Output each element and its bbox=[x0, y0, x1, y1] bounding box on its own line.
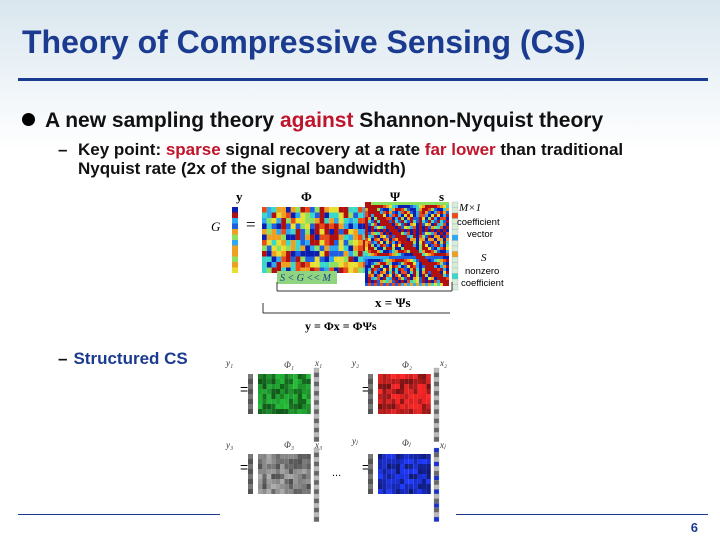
s-vector bbox=[451, 201, 459, 291]
label-x1: x₁ bbox=[314, 358, 322, 368]
footer-rule-right bbox=[456, 514, 708, 515]
y-cell bbox=[248, 474, 253, 479]
structured-cs-label: Structured CS bbox=[73, 349, 188, 368]
y-cell bbox=[248, 489, 253, 494]
phi-matrix bbox=[262, 207, 378, 273]
label-phi: Φ bbox=[301, 189, 312, 204]
label-coef-vector-1: coefficient bbox=[457, 217, 500, 228]
block-3 bbox=[248, 447, 320, 522]
label-m1: M×1 bbox=[458, 202, 481, 214]
y-cell bbox=[248, 469, 253, 474]
y-cell bbox=[248, 374, 253, 379]
label-yj: yⱼ bbox=[351, 436, 359, 446]
y-cell bbox=[248, 384, 253, 389]
label-phi1: Φ₁ bbox=[284, 360, 294, 370]
y-cell bbox=[368, 484, 373, 489]
y-cell bbox=[248, 394, 253, 399]
y-cell bbox=[248, 409, 253, 414]
sub-bullet-dash: – bbox=[58, 349, 68, 368]
sub1-highlight-far-lower: far lower bbox=[424, 140, 496, 159]
psi-matrix bbox=[365, 202, 449, 286]
label-psi: Ψ bbox=[390, 189, 401, 204]
y-cell bbox=[368, 474, 373, 479]
label-y3: y₃ bbox=[225, 440, 233, 450]
y-cell bbox=[248, 454, 253, 459]
y-cell bbox=[368, 399, 373, 404]
y-cell bbox=[368, 384, 373, 389]
y-cell bbox=[248, 399, 253, 404]
bullet-1-post: Shannon-Nyquist theory bbox=[353, 109, 604, 132]
label-x3: x₃ bbox=[314, 440, 322, 450]
y-cell bbox=[248, 464, 253, 469]
slide-title: Theory of Compressive Sensing (CS) bbox=[22, 24, 586, 60]
y-cell bbox=[368, 379, 373, 384]
ellipsis: ... bbox=[332, 467, 341, 479]
equals-sign-3: = bbox=[240, 459, 248, 475]
sub-bullet-structured-cs: –Structured CS bbox=[58, 349, 188, 369]
bullet-1-pre: A new sampling theory bbox=[45, 109, 280, 132]
y-cell bbox=[248, 379, 253, 384]
cs-equation-figure: y Φ Ψ s G = M×1 coefficient vector S non… bbox=[205, 187, 517, 337]
bullet-1: A new sampling theory against Shannon-Ny… bbox=[22, 109, 603, 133]
y-cell bbox=[248, 404, 253, 409]
y-cell bbox=[248, 459, 253, 464]
equals-sign-1: = bbox=[240, 381, 248, 397]
condition-box bbox=[277, 271, 337, 284]
y-cell bbox=[368, 479, 373, 484]
block-4 bbox=[368, 447, 440, 522]
sub1-text-3: than traditional Nyquist rate (2x of the… bbox=[78, 140, 624, 178]
sub-bullet-dash: – bbox=[58, 140, 68, 159]
label-phi3: Φ₃ bbox=[284, 440, 294, 450]
y-cell bbox=[368, 464, 373, 469]
page-number: 6 bbox=[690, 520, 698, 535]
label-phi2: Φ₂ bbox=[402, 360, 412, 370]
title-underline bbox=[18, 78, 708, 81]
y-cell bbox=[248, 479, 253, 484]
y-cell bbox=[368, 394, 373, 399]
sub1-text-2: signal recovery at a rate bbox=[220, 140, 425, 159]
condition-text: S < G << M bbox=[280, 273, 331, 284]
equals-sign-2: = bbox=[362, 381, 370, 397]
block-1 bbox=[248, 367, 320, 442]
bullet-1-highlight: against bbox=[279, 109, 354, 132]
bullet-dot-icon bbox=[22, 113, 35, 126]
y-cell bbox=[368, 409, 373, 414]
label-s-count: S bbox=[481, 252, 487, 264]
label-y2: y₂ bbox=[351, 358, 359, 368]
y-cell bbox=[368, 454, 373, 459]
y-cell bbox=[368, 469, 373, 474]
y-cell bbox=[368, 404, 373, 409]
y-cell bbox=[248, 484, 253, 489]
header-gradient bbox=[0, 0, 720, 150]
footer-rule-left bbox=[18, 514, 220, 515]
label-g: G bbox=[211, 219, 221, 234]
equals-sign-4: = bbox=[362, 459, 370, 475]
label-x2: x₂ bbox=[439, 358, 447, 368]
sub-bullet-key-point: – Key point: sparse signal recovery at a… bbox=[58, 140, 678, 178]
y-equation: y = Φx = ΦΨs bbox=[305, 319, 377, 333]
label-phij: Φⱼ bbox=[402, 438, 412, 448]
label-s: s bbox=[439, 189, 444, 204]
sub1-text-1: Key point: bbox=[78, 140, 166, 159]
label-y1: y₁ bbox=[225, 358, 233, 368]
x-equation: x = Ψs bbox=[375, 295, 411, 310]
block-2 bbox=[368, 367, 440, 442]
label-nonzero: nonzero bbox=[465, 266, 499, 277]
label-coef-vector-2: vector bbox=[467, 229, 493, 240]
label-xj: xⱼ bbox=[439, 440, 447, 450]
sub1-highlight-sparse: sparse bbox=[165, 140, 221, 159]
y-vector bbox=[232, 207, 238, 273]
y-cell bbox=[368, 459, 373, 464]
y-cell bbox=[368, 389, 373, 394]
y-cell bbox=[248, 389, 253, 394]
structured-cs-figure: y₁ Φ₁ x₁ y₂ Φ₂ x₂ y₃ Φ₃ x₃ yⱼ Φⱼ xⱼ = = … bbox=[222, 356, 458, 524]
y-cell bbox=[368, 489, 373, 494]
equals-sign: = bbox=[246, 215, 256, 234]
measurement-blocks bbox=[248, 367, 440, 522]
label-y: y bbox=[236, 189, 243, 204]
label-coefficient: coefficient bbox=[461, 278, 504, 289]
y-cell bbox=[368, 374, 373, 379]
